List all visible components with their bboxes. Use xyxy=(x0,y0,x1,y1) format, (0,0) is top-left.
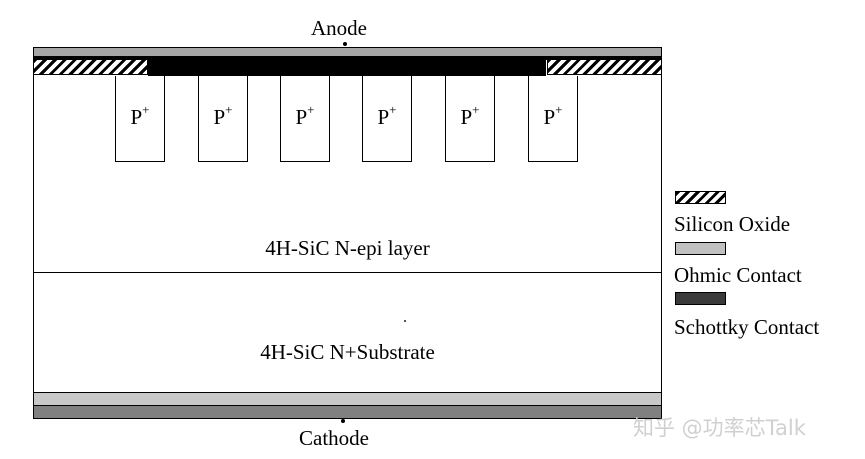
anode-label: Anode xyxy=(311,16,367,40)
schottky-contact-step-right xyxy=(528,56,546,76)
silicon-oxide-right xyxy=(547,58,662,75)
epi-layer-label: 4H-SiC N-epi layer xyxy=(265,236,430,260)
schottky-contact-right-edge xyxy=(528,56,662,60)
cathode-label: Cathode xyxy=(299,426,369,450)
substrate-layer-label: 4H-SiC N+Substrate xyxy=(260,340,435,364)
p-plus-region: P+ xyxy=(445,76,495,162)
p-region-label: P+ xyxy=(130,102,150,129)
legend-label-oxide: Silicon Oxide xyxy=(674,212,791,236)
cathode-terminal-dot xyxy=(341,419,345,423)
legend-swatch-ohmic xyxy=(675,242,726,255)
p-region-label: P+ xyxy=(377,102,397,129)
legend-label-schottky: Schottky Contact xyxy=(674,315,820,339)
p-plus-region: P+ xyxy=(362,76,412,162)
p-plus-region: P+ xyxy=(528,76,578,162)
silicon-oxide-left xyxy=(33,58,148,75)
p-region-label: P+ xyxy=(543,102,563,129)
p-region-label: P+ xyxy=(213,102,233,129)
epi-substrate-divider xyxy=(33,272,662,273)
schottky-contact xyxy=(148,56,528,76)
legend-swatch-oxide xyxy=(675,191,726,204)
p-plus-region: P+ xyxy=(198,76,248,162)
speck xyxy=(404,320,406,322)
p-plus-region: P+ xyxy=(280,76,330,162)
watermark: 知乎 @功率芯Talk xyxy=(633,416,806,440)
legend-label-ohmic: Ohmic Contact xyxy=(674,263,802,287)
p-region-label: P+ xyxy=(295,102,315,129)
bottom-ohmic-contact xyxy=(33,392,662,406)
anode-terminal-dot xyxy=(343,42,347,46)
schottky-contact-step-left xyxy=(148,56,163,76)
legend-swatch-schottky xyxy=(675,292,726,305)
p-plus-region: P+ xyxy=(115,76,165,162)
schottky-contact-left-edge xyxy=(33,56,163,60)
p-region-label: P+ xyxy=(460,102,480,129)
bottom-metal-layer xyxy=(33,405,662,419)
